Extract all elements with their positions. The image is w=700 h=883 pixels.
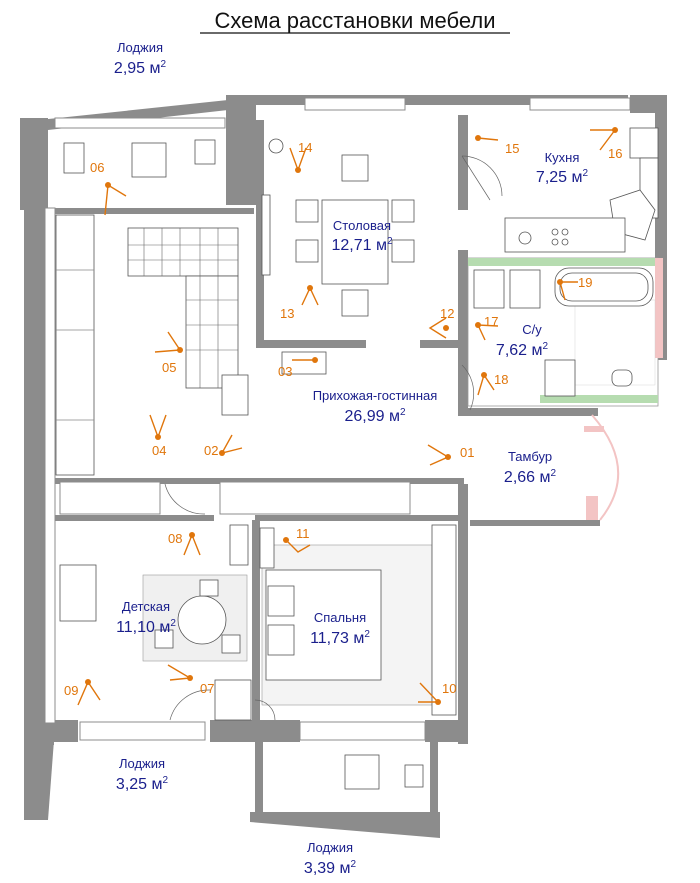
bathroom-name: С/у	[522, 322, 542, 337]
loggia-bottom-right-name: Лоджия	[307, 840, 353, 855]
dining-name: Столовая	[333, 218, 391, 233]
camera-marker-10: 10	[418, 681, 456, 705]
kitchen-name: Кухня	[545, 150, 580, 165]
camera-marker-15: 15	[475, 135, 519, 156]
bedroom-name: Спальня	[314, 610, 366, 625]
kids-furniture	[59, 524, 252, 721]
svg-text:03: 03	[278, 364, 292, 379]
svg-text:09: 09	[64, 683, 78, 698]
svg-text:12: 12	[440, 306, 454, 321]
camera-marker-03: 03	[278, 357, 318, 379]
camera-marker-19: 19	[557, 275, 592, 301]
room-labels: Лоджия 2,95 м2 Столовая 12,71 м2 Кухня 7…	[114, 40, 589, 877]
living-area: 26,99 м2	[344, 407, 405, 425]
svg-text:17: 17	[484, 314, 498, 329]
camera-marker-05: 05	[154, 331, 183, 375]
camera-marker-12: 12	[428, 306, 454, 339]
loggia-bottom-furniture	[344, 754, 424, 790]
svg-text:04: 04	[152, 443, 166, 458]
camera-marker-17: 17	[475, 314, 498, 341]
camera-marker-13: 13	[280, 285, 319, 321]
svg-text:18: 18	[494, 372, 508, 387]
loggia-bottom-left-name: Лоджия	[119, 756, 165, 771]
bathroom-area	[467, 257, 663, 407]
svg-text:01: 01	[460, 445, 474, 460]
dining-area: 12,71 м2	[331, 236, 392, 254]
svg-text:02: 02	[204, 443, 218, 458]
vestibule-area-label: 2,66 м2	[504, 468, 557, 486]
camera-marker-01: 01	[427, 444, 474, 466]
dining-furniture	[261, 138, 415, 317]
camera-marker-04: 04	[149, 414, 167, 458]
svg-text:19: 19	[578, 275, 592, 290]
camera-marker-11: 11	[283, 526, 311, 553]
camera-marker-08: 08	[168, 531, 201, 556]
svg-text:15: 15	[505, 141, 519, 156]
loggia-bottom-right-area: 3,39 м2	[304, 859, 357, 877]
svg-text:07: 07	[200, 681, 214, 696]
kids-name: Детская	[122, 599, 170, 614]
svg-text:06: 06	[90, 160, 104, 175]
camera-marker-18: 18	[477, 372, 508, 396]
loggia-top-furniture	[63, 139, 216, 178]
vestibule-name: Тамбур	[508, 449, 552, 464]
svg-text:14: 14	[298, 140, 312, 155]
camera-marker-16: 16	[590, 127, 622, 161]
svg-text:11: 11	[296, 526, 310, 541]
svg-text:13: 13	[280, 306, 294, 321]
vestibule-area	[584, 414, 620, 521]
svg-text:08: 08	[168, 531, 182, 546]
bedroom-furniture	[259, 524, 457, 716]
bathroom-area-label: 7,62 м2	[496, 341, 549, 359]
loggia-top-left-name: Лоджия	[117, 40, 163, 55]
camera-marker-06: 06	[90, 160, 127, 216]
camera-marker-09: 09	[64, 679, 101, 706]
living-name: Прихожая-гостинная	[313, 388, 438, 403]
loggia-bottom-left-area: 3,25 м2	[116, 775, 169, 793]
svg-text:10: 10	[442, 681, 456, 696]
svg-text:16: 16	[608, 146, 622, 161]
loggia-top-left-area: 2,95 м2	[114, 59, 167, 77]
doors	[164, 155, 503, 721]
camera-marker-14: 14	[289, 140, 312, 173]
kitchen-area: 7,25 м2	[536, 168, 589, 186]
windows	[44, 97, 631, 741]
svg-text:05: 05	[162, 360, 176, 375]
camera-marker-02: 02	[204, 434, 243, 458]
kids-area: 11,10 м2	[116, 618, 176, 636]
camera-marker-07: 07	[167, 664, 214, 696]
kitchen-furniture	[504, 127, 659, 253]
bedroom-area: 11,73 м2	[310, 629, 370, 647]
plan-title: Схема расстановки мебели	[214, 8, 495, 33]
camera-markers: 01 02 03 04 05 06 07 08 09 10 11 12 13 1…	[64, 127, 622, 706]
living-furniture	[55, 214, 327, 476]
